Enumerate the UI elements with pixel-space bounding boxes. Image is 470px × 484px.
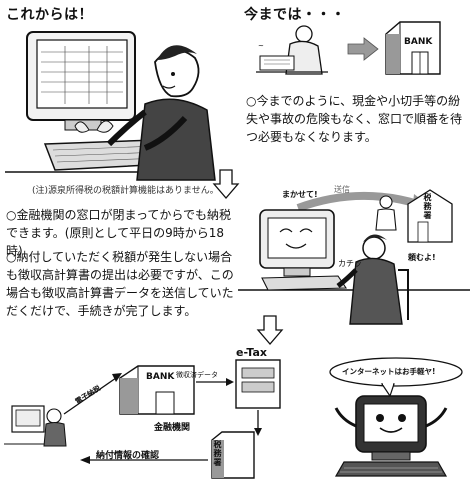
heading-until-now: 今までは・・・ (244, 7, 346, 23)
man-with-cash-illustration: ~ (256, 25, 328, 75)
arrow-down-icon (256, 315, 284, 345)
computer-mascot-illustration (329, 357, 463, 477)
bullet-after-hours: ○金融機関の窓口が閉まってからでも納税できます。(原則として平日の9時から18時… (6, 208, 232, 258)
speech-click-sound: カチッ (338, 259, 362, 268)
bank-building-illustration: BANK (384, 20, 442, 76)
send-label: 送信 (334, 185, 350, 194)
mascot-speech: インターネットはお手軽ヤ! (342, 367, 436, 376)
speech-count-on-you: 頼むよ! (408, 253, 436, 262)
tax-office-label-flow: 税務署 (213, 440, 222, 467)
footnote: (注)源泉所得税の税額計算機能はありません。 (32, 186, 219, 196)
tax-office-label-mid: 税務署 (423, 193, 432, 220)
confirm-payment-label: 納付情報の確認 (96, 451, 160, 461)
payment-flow-diagram (4, 359, 281, 479)
speech-leave-it-to-me: まかせて! (282, 190, 318, 199)
svg-text:~: ~ (258, 42, 264, 50)
office-computer-illustration (238, 189, 470, 325)
receipt-data-label: 徴収済データ (176, 371, 218, 379)
bullet-no-tax-amount: ○納付していただく税額が発生しない場合も徴収高計算書の提出は必要ですが、この場合… (6, 250, 234, 318)
man-at-computer-illustration (5, 31, 216, 181)
flow-bank-sign: BANK (146, 372, 175, 382)
bank-sign: BANK (404, 37, 433, 47)
heading-from-now: これからは！ (6, 7, 93, 23)
etax-label: e-Tax (236, 346, 268, 359)
arrow-down-icon (212, 169, 240, 199)
financial-institution-label: 金融機関 (154, 423, 191, 433)
arrow-right-icon (347, 37, 379, 61)
bullet-no-risk: ○今までのように、現金や小切手等の紛失や事故の危険もなく、窓口で順番を待つ必要も… (246, 94, 463, 144)
